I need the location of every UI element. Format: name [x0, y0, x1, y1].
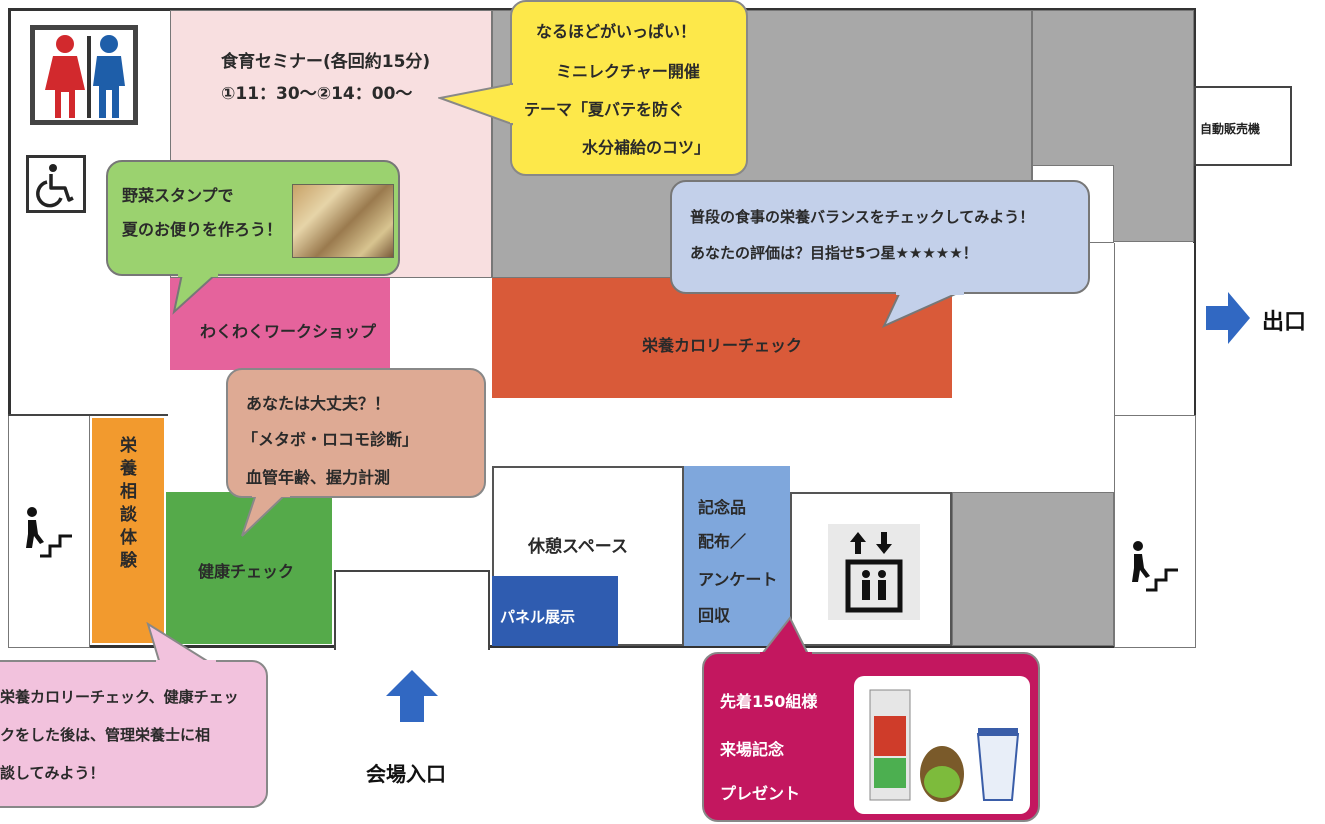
- panel-label: パネル展示: [500, 608, 576, 626]
- lecture-line-2: ミニレクチャー開催: [556, 62, 700, 81]
- consult-line-3: 談してみよう！: [0, 764, 105, 782]
- balance-line-2: あなたの評価は？目指せ5つ星★★★★★！: [690, 244, 978, 262]
- seminar-title: 食育セミナー(各回約15分): [221, 52, 431, 72]
- stairs-icon: [18, 504, 74, 564]
- seminar-times: ①11：30～②14：00～: [221, 84, 413, 104]
- left-stair-room: [8, 415, 90, 648]
- stairs-icon: [1124, 538, 1180, 598]
- exit-label: 出口: [1262, 310, 1307, 335]
- nutrition-consult-room: 栄養相談体験: [92, 418, 164, 643]
- nutrition-consult-label: 栄養相談体験: [116, 436, 136, 574]
- present-line-3: プレゼント: [720, 784, 801, 803]
- lecture-bubble: なるほどがいっぱい！ ミニレクチャー開催 テーマ「夏バテを防ぐ 水分補給のコツ」: [510, 0, 748, 176]
- elevator-icon: [828, 524, 920, 624]
- stamp-bubble: 野菜スタンプで 夏のお便りを作ろう！: [106, 160, 400, 276]
- consult-line-2: クをした後は、管理栄養士に相: [0, 726, 211, 744]
- wheelchair-icon: [26, 155, 86, 213]
- souvenir-line-4: 回収: [698, 606, 731, 625]
- lecture-line-3: テーマ「夏バテを防ぐ: [524, 100, 685, 119]
- lecture-line-1: なるほどがいっぱい！: [536, 22, 697, 41]
- consult-line-1: 栄養カロリーチェック、健康チェッ: [0, 688, 239, 706]
- right-corridor-upper: [1114, 243, 1194, 415]
- souvenir-line-3: アンケート: [698, 570, 778, 589]
- entrance-gap: [334, 570, 490, 650]
- vending-label: 自動販売機: [1200, 122, 1261, 136]
- metabo-line-1: あなたは大丈夫？！: [246, 394, 391, 413]
- souvenir-line-2: 配布／: [698, 532, 747, 551]
- entrance-label: 会場入口: [366, 762, 446, 786]
- right-corridor-lower: [1114, 415, 1196, 648]
- stamp-line-1: 野菜スタンプで: [122, 186, 234, 205]
- stamp-photo: [292, 184, 394, 258]
- workshop-label: わくわくワークショップ: [200, 322, 377, 341]
- present-line-1: 先着150組様: [720, 692, 818, 711]
- present-bubble: 先着150組様 来場記念 プレゼント: [702, 652, 1040, 822]
- panel-display: パネル展示: [492, 576, 618, 646]
- gray-block-bottom: [952, 492, 1114, 646]
- present-line-2: 来場記念: [720, 740, 785, 759]
- present-photo: [854, 676, 1030, 814]
- balance-bubble-tail: [881, 290, 964, 329]
- rest-space-label: 休憩スペース: [528, 537, 628, 557]
- stamp-bubble-tail: [172, 272, 219, 315]
- workshop-room: わくわくワークショップ: [170, 278, 390, 370]
- metabo-bubble: あなたは大丈夫？！ 「メタボ・ロコモ診断」 血管年齢、握力計測: [226, 368, 486, 498]
- arrow-right-icon: [1206, 292, 1250, 344]
- left-wall-divider: [8, 414, 168, 416]
- calorie-check-label: 栄養カロリーチェック: [642, 336, 803, 355]
- metabo-bubble-tail: [241, 492, 290, 537]
- consult-bubble-tail: [146, 622, 216, 666]
- arrow-up-icon: [386, 670, 438, 722]
- balance-bubble: 普段の食事の栄養バランスをチェックしてみよう！ あなたの評価は？目指せ5つ星★★…: [670, 180, 1090, 294]
- metabo-line-2: 「メタボ・ロコモ診断」: [242, 430, 419, 449]
- lecture-line-4: 水分補給のコツ」: [582, 138, 711, 157]
- present-bubble-tail: [759, 616, 812, 656]
- lecture-bubble-tail: [438, 82, 518, 126]
- souvenir-room: 記念品 配布／ アンケート 回収: [684, 466, 790, 646]
- balance-line-1: 普段の食事の栄養バランスをチェックしてみよう！: [690, 208, 1035, 226]
- metabo-line-3: 血管年齢、握力計測: [246, 468, 391, 487]
- health-check-label: 健康チェック: [198, 562, 295, 581]
- souvenir-line-1: 記念品: [698, 498, 747, 517]
- stamp-line-2: 夏のお便りを作ろう！: [122, 220, 283, 239]
- vending-machine: 自動販売機: [1194, 86, 1292, 166]
- calorie-check-room: 栄養カロリーチェック: [492, 278, 952, 398]
- consult-bubble: 栄養カロリーチェック、健康チェッ クをした後は、管理栄養士に相 談してみよう！: [0, 660, 268, 808]
- restroom-icon: [30, 25, 138, 125]
